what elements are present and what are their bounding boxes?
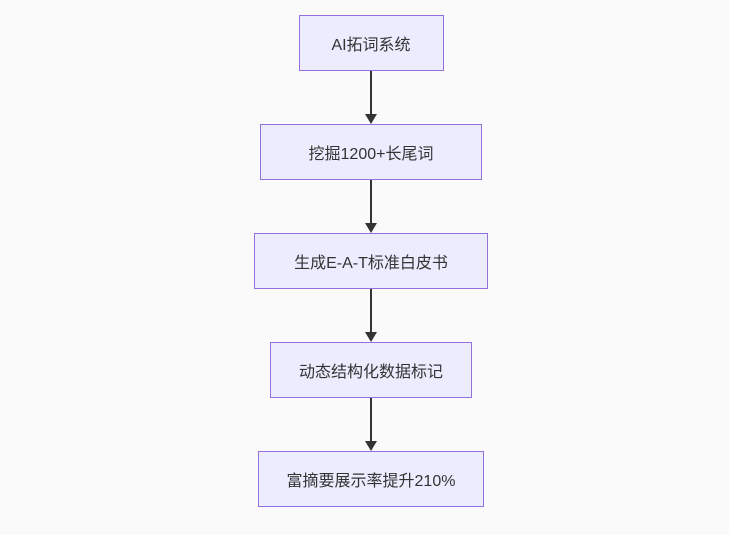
flow-node-longtail-keywords: 挖掘1200+长尾词 (260, 124, 482, 180)
flowchart: AI拓词系统 挖掘1200+长尾词 生成E-A-T标准白皮书 动态结构化数据标记 (254, 15, 488, 507)
flow-node-label: 富摘要展示率提升210% (286, 473, 456, 490)
arrow-line (370, 71, 372, 115)
flow-node-label: 挖掘1200+长尾词 (308, 146, 434, 163)
arrow-line (370, 180, 372, 224)
flow-node-ai-word-system: AI拓词系统 (298, 15, 444, 71)
flow-arrow-down (365, 71, 377, 124)
flow-node-label: 动态结构化数据标记 (298, 364, 443, 381)
arrow-head-icon (365, 332, 377, 342)
flow-arrow-down (365, 289, 377, 342)
arrow-head-icon (365, 114, 377, 124)
flow-node-eat-whitepaper: 生成E-A-T标准白皮书 (254, 233, 488, 289)
flow-node-label: 生成E-A-T标准白皮书 (294, 255, 448, 272)
flow-arrow-down (365, 180, 377, 233)
flow-node-structured-data-markup: 动态结构化数据标记 (269, 342, 472, 398)
arrow-head-icon (365, 441, 377, 451)
arrow-head-icon (365, 223, 377, 233)
flow-arrow-down (365, 398, 377, 451)
arrow-line (370, 289, 372, 333)
flow-node-label: AI拓词系统 (331, 37, 411, 54)
arrow-line (370, 398, 372, 442)
flow-node-rich-snippet-result: 富摘要展示率提升210% (257, 451, 485, 507)
